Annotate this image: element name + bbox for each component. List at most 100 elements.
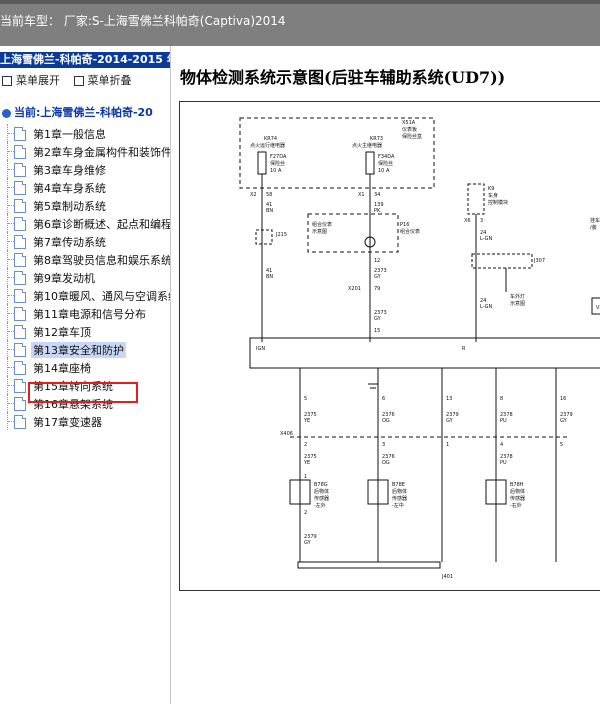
- fuse-block-label: 保险丝盒: [402, 133, 422, 140]
- chapter-item[interactable]: 第11章电源和信号分布: [0, 304, 170, 322]
- wire-label: 24: [480, 298, 486, 304]
- connector-label: V2: [596, 305, 600, 311]
- tree-line: [8, 133, 14, 134]
- tree-line: [8, 277, 14, 278]
- wire-label: GY: [304, 540, 312, 546]
- document-icon: [14, 163, 26, 177]
- chapter-label: 第12章车顶: [33, 326, 91, 339]
- chapter-list: 第1章一般信息 第2章车身金属构件和装饰件 第3章车身维修 第4章车身系统 第5…: [0, 124, 170, 430]
- chapter-item[interactable]: 第9章发动机: [0, 268, 170, 286]
- splice-j307-shape: [471, 253, 533, 269]
- chapter-item-selected[interactable]: 第13章安全和防护: [0, 340, 170, 358]
- chapter-item[interactable]: 第12章车顶: [0, 322, 170, 340]
- wire-label: 24: [480, 230, 486, 236]
- chapter-item[interactable]: 第8章驾驶员信息和娱乐系统: [0, 250, 170, 268]
- lamp-schematic-label: 示意图: [510, 300, 525, 307]
- module-k9-label: K9: [488, 186, 494, 192]
- tree-line: [8, 421, 14, 422]
- document-icon: [14, 415, 26, 429]
- sensor-b78e-label: B78E: [392, 482, 405, 488]
- fuse-block-outline: [239, 117, 435, 189]
- schematic-diagram: X51A 仪表板 保险丝盒 KR74 点火运行继电器 KR73 点火主继电器 F…: [179, 101, 600, 591]
- fuse-block-label: 仪表板: [402, 126, 417, 133]
- fuse-f34-label: 保险丝: [378, 160, 393, 167]
- cluster-p16-label: 组合仪表: [400, 228, 420, 235]
- document-icon: [14, 181, 26, 195]
- wire-label: YE: [303, 460, 310, 466]
- sensor-b78g-label: B78G: [314, 482, 328, 488]
- chapter-item[interactable]: 第10章暖风、通风与空调系统: [0, 286, 170, 304]
- connector-label: X1: [358, 192, 365, 198]
- module-k9-label: 车身: [488, 192, 498, 199]
- tree-line: [7, 376, 9, 394]
- tree-line: [8, 259, 14, 260]
- tree-title: 上海雪佛兰-科帕奇-2014-2015 年: [0, 52, 170, 68]
- chapter-item[interactable]: 第17章变速器: [0, 412, 170, 430]
- connector-label: X2: [250, 192, 257, 198]
- wire-label: 2373: [374, 310, 387, 316]
- tree-line: [8, 151, 14, 152]
- pin-function-label: IGN: [256, 346, 265, 352]
- wire-label: GY: [560, 418, 568, 424]
- tree-root[interactable]: 当前:上海雪佛兰-科帕奇-20: [0, 104, 153, 120]
- wire-label: GY: [374, 316, 382, 322]
- tree-line: [7, 412, 9, 430]
- pin-label: 79: [374, 286, 380, 292]
- sensor-b78e-label: 传感器: [392, 495, 407, 502]
- pin-label: 2: [304, 442, 307, 448]
- chapter-item[interactable]: 第3章车身维修: [0, 160, 170, 178]
- document-icon: [14, 379, 26, 393]
- fuse-block-label: X51A: [402, 120, 416, 126]
- expand-all-button[interactable]: 菜单展开: [0, 72, 60, 88]
- splice-j215-shape: [255, 229, 273, 245]
- chapter-label: 第4章车身系统: [33, 182, 106, 195]
- fuse-f27-label: 10 A: [270, 168, 282, 174]
- sensor-b78g-label: -左外: [314, 502, 326, 509]
- chapter-label: 第14章座椅: [33, 362, 91, 375]
- pin-label: 58: [266, 192, 272, 198]
- tree-line: [8, 205, 14, 206]
- chapter-item[interactable]: 第1章一般信息: [0, 124, 170, 142]
- wire-label: 41: [266, 268, 272, 274]
- connector-label: X406: [280, 431, 293, 437]
- tree-line: [7, 322, 9, 340]
- tree-line: [8, 295, 14, 296]
- chapter-item[interactable]: 第6章诊断概述、起点和编程: [0, 214, 170, 232]
- chapter-item[interactable]: 第4章车身系统: [0, 178, 170, 196]
- chapter-label: 第3章车身维修: [33, 164, 106, 177]
- splice-label: J401: [441, 574, 453, 580]
- wire-label: 2379: [560, 412, 573, 418]
- document-icon: [14, 361, 26, 375]
- chapter-item[interactable]: 第14章座椅: [0, 358, 170, 376]
- document-icon: [14, 253, 26, 267]
- chapter-item[interactable]: 第5章制动系统: [0, 196, 170, 214]
- chapter-label: 第13章安全和防护: [31, 342, 126, 358]
- sensor-b78e-label: -左中: [392, 502, 404, 509]
- pin-label: 13: [446, 396, 452, 402]
- collapse-all-button[interactable]: 菜单折叠: [72, 72, 132, 88]
- pin-label: 12: [374, 258, 380, 264]
- fuse-f34-label: F34DA: [378, 154, 395, 160]
- page-title: 物体检测系统示意图(后驻车辅助系统(UD7)): [180, 68, 506, 87]
- wire-label: 2376: [382, 454, 395, 460]
- document-icon: [14, 343, 26, 357]
- sensor-b78h-label: 后物体: [510, 488, 525, 495]
- sensor-b78g-shape: [289, 479, 311, 505]
- pin-label: 3: [480, 218, 483, 224]
- wire-label: PK: [374, 208, 381, 214]
- wire-label: 2378: [500, 412, 513, 418]
- wire-label: 2379: [304, 534, 317, 540]
- cluster-label: 组合仪表: [312, 221, 332, 228]
- tree-toolbar: 菜单展开 菜单折叠: [0, 72, 140, 88]
- wire-label: PU: [500, 460, 507, 466]
- wire-label: OG: [382, 418, 390, 424]
- wire-label: BN: [266, 274, 273, 280]
- chapter-item[interactable]: 第2章车身金属构件和装饰件: [0, 142, 170, 160]
- lamp-schematic-label: 车外灯: [510, 293, 525, 300]
- tree-line: [7, 394, 9, 412]
- tree-line: [8, 385, 14, 386]
- chapter-item[interactable]: 第7章传动系统: [0, 232, 170, 250]
- menu-icon: [73, 76, 84, 86]
- tree-line: [7, 142, 9, 160]
- tree-line: [8, 403, 14, 404]
